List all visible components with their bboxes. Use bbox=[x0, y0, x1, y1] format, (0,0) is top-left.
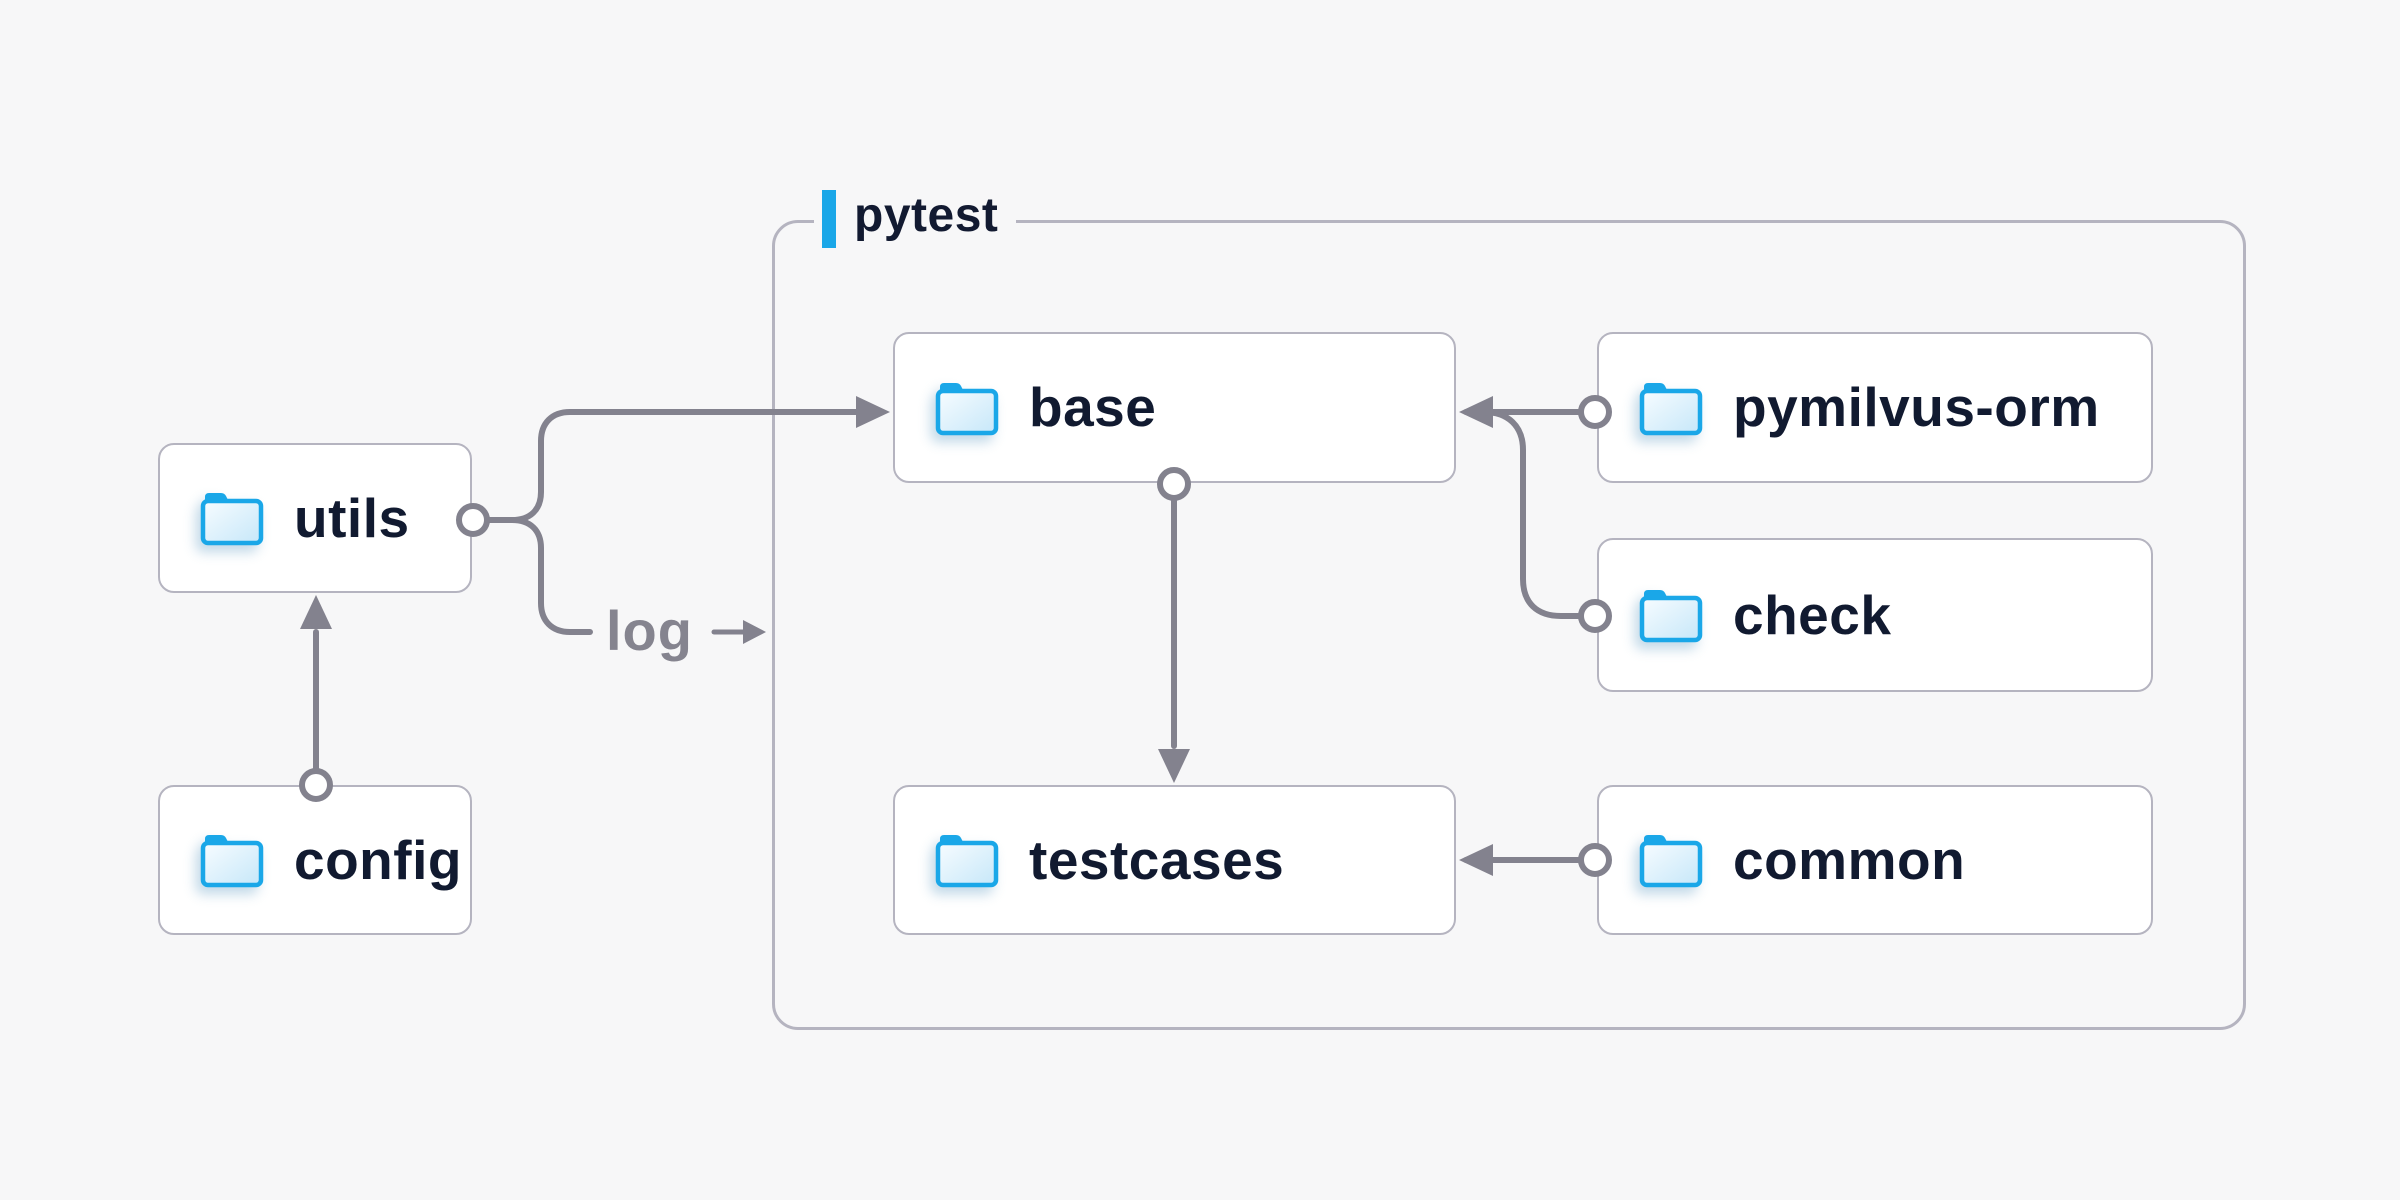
log-arrow-icon bbox=[743, 620, 766, 644]
folder-icon bbox=[1639, 380, 1703, 436]
node-testcases: testcases bbox=[893, 785, 1456, 935]
folder-icon bbox=[1639, 832, 1703, 888]
label-accent-bar bbox=[822, 190, 836, 248]
node-label: testcases bbox=[1029, 828, 1285, 891]
node-label: utils bbox=[294, 486, 410, 549]
node-utils: utils bbox=[158, 443, 472, 593]
node-label: config bbox=[294, 828, 462, 891]
folder-icon bbox=[200, 832, 264, 888]
node-common: common bbox=[1597, 785, 2153, 935]
node-label: check bbox=[1733, 583, 1892, 646]
arrowhead-up bbox=[300, 595, 332, 629]
pytest-group-container bbox=[772, 220, 2246, 1030]
edge-config-to-utils bbox=[299, 595, 333, 802]
pytest-group-label: pytest bbox=[814, 186, 1017, 252]
folder-icon bbox=[935, 832, 999, 888]
group-title: pytest bbox=[854, 189, 999, 242]
folder-icon bbox=[200, 490, 264, 546]
node-config: config bbox=[158, 785, 472, 935]
node-base: base bbox=[893, 332, 1456, 483]
edge-label-log: log bbox=[606, 599, 693, 662]
node-label: pymilvus-orm bbox=[1733, 376, 2100, 438]
node-pymilvus-orm: pymilvus-orm bbox=[1597, 332, 2153, 483]
node-label: base bbox=[1029, 376, 1157, 438]
folder-icon bbox=[935, 380, 999, 436]
folder-icon bbox=[1639, 587, 1703, 643]
node-label: common bbox=[1733, 828, 1966, 891]
node-check: check bbox=[1597, 538, 2153, 692]
